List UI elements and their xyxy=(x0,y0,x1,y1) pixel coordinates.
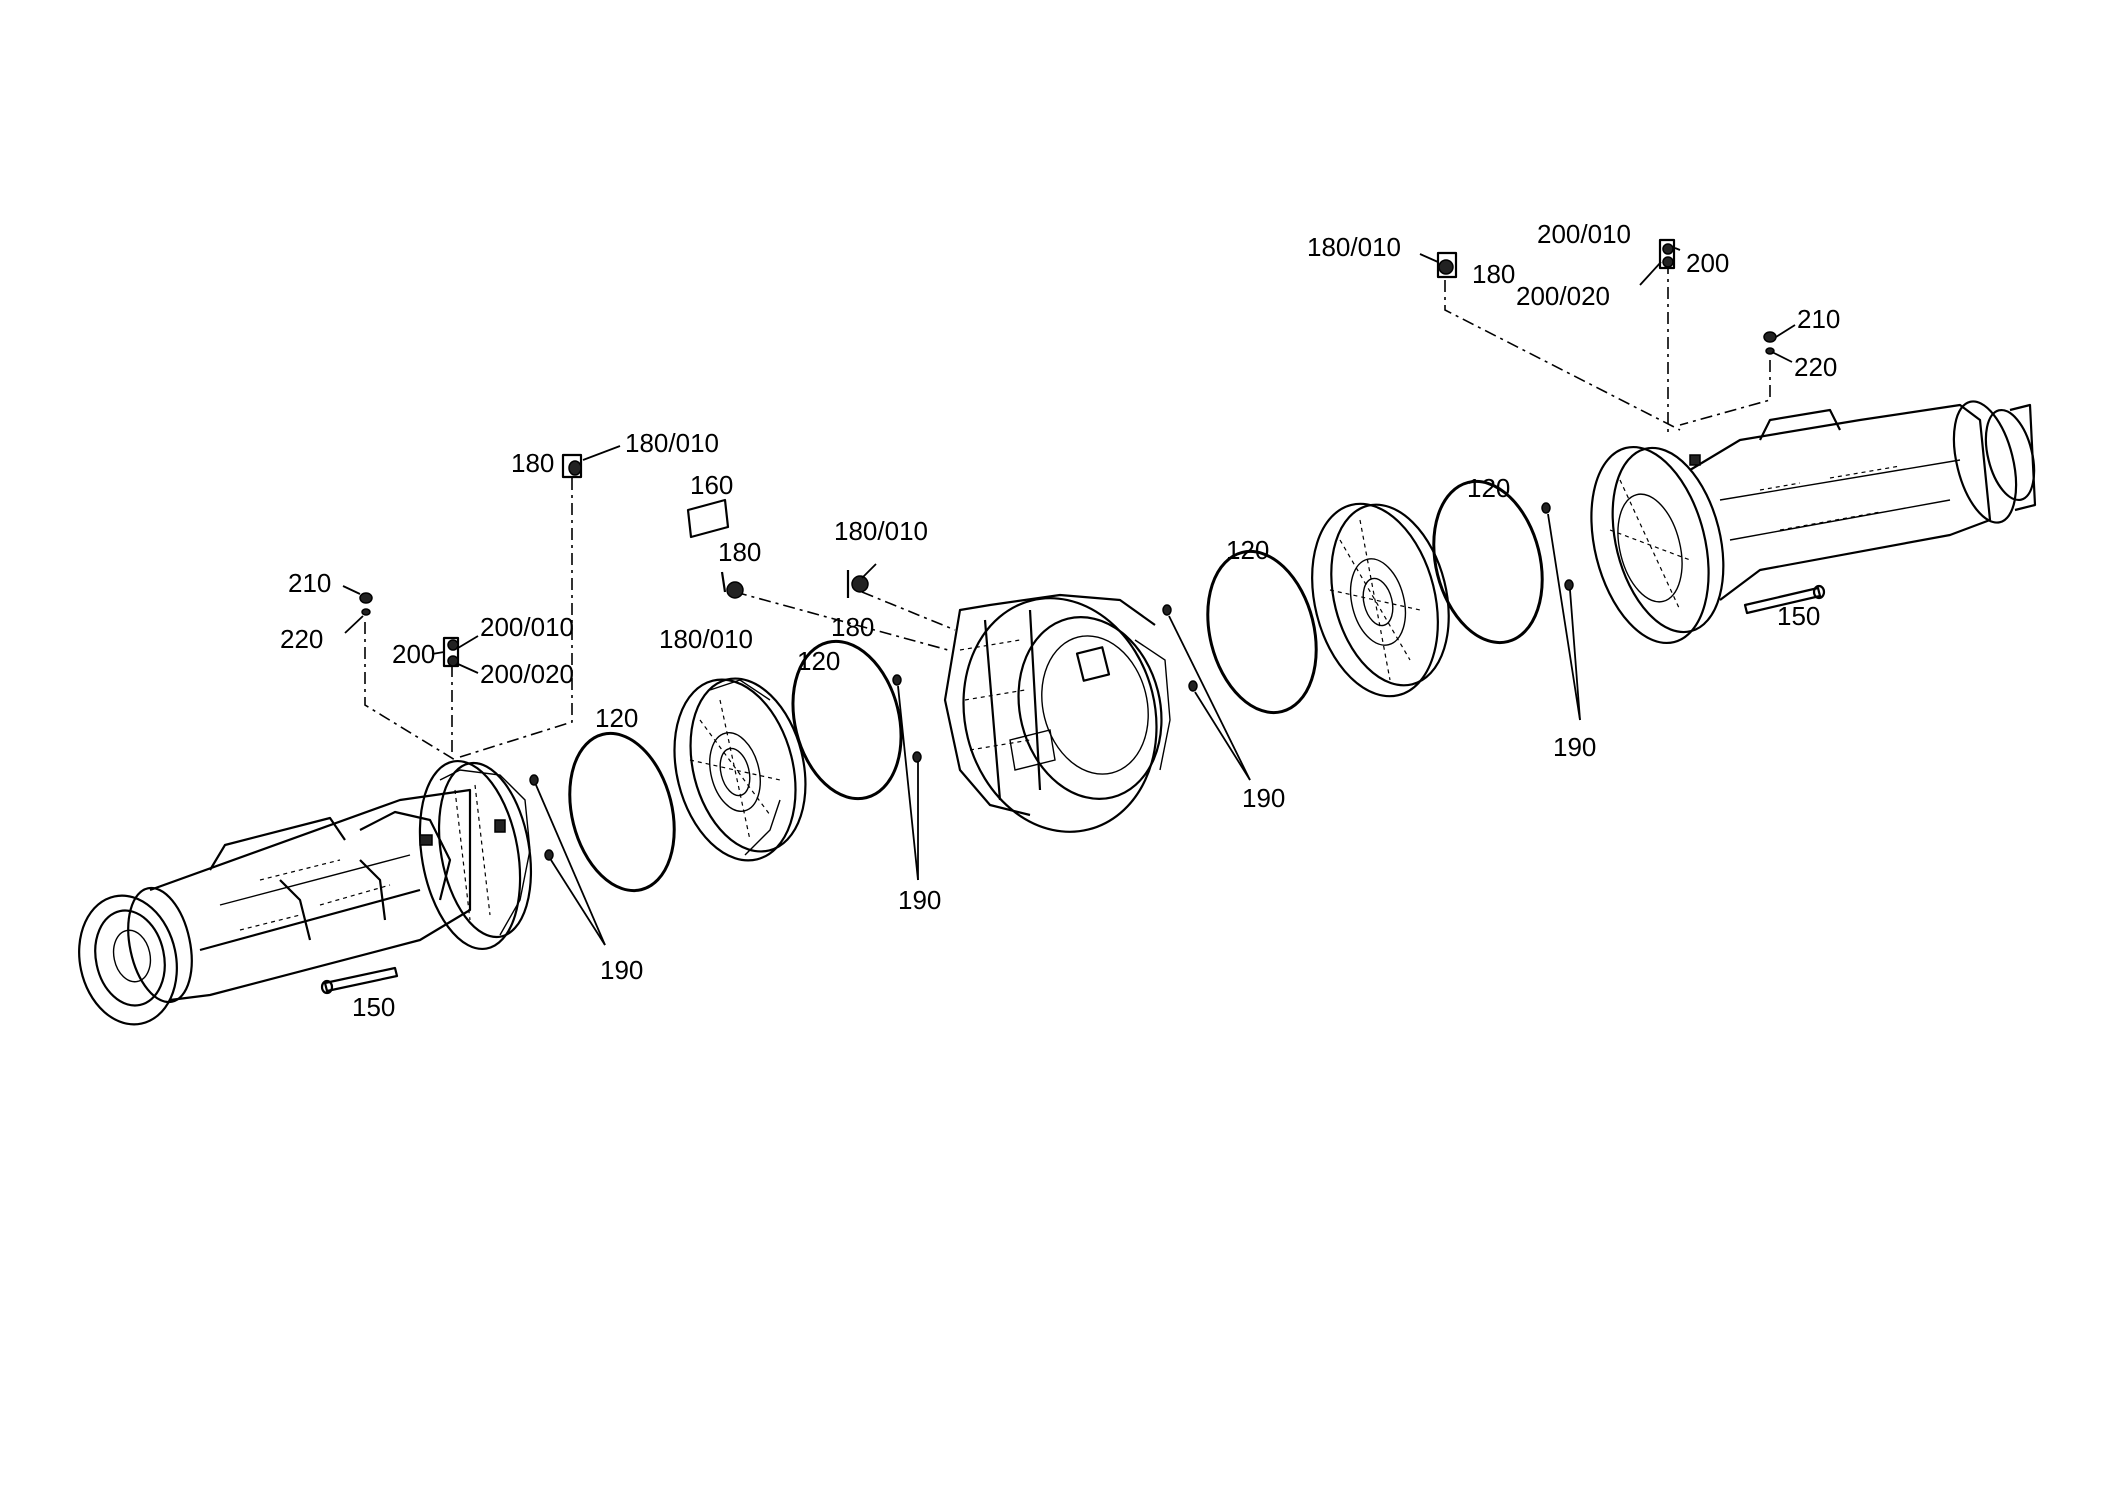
ring-120-a xyxy=(568,731,676,893)
center-differential-housing xyxy=(943,593,1171,833)
label-220: 220 xyxy=(280,624,323,654)
leader-lines xyxy=(342,247,1796,946)
label-150: 150 xyxy=(1777,601,1820,631)
label-220: 220 xyxy=(1794,352,1837,382)
label-210: 210 xyxy=(288,568,331,598)
label-200: 200 xyxy=(1686,248,1729,278)
plug-180-left-top xyxy=(561,453,583,479)
left-axle-housing xyxy=(78,759,533,1026)
label-120: 120 xyxy=(595,703,638,733)
label-190: 190 xyxy=(600,955,643,985)
bolt-150-right xyxy=(1743,584,1826,615)
brake-flange-right xyxy=(1311,502,1450,698)
plate-160 xyxy=(686,498,730,539)
label-210: 210 xyxy=(1797,304,1840,334)
label-180: 180 xyxy=(1472,259,1515,289)
assembly-centerlines xyxy=(364,262,1771,761)
label-180-010: 180/010 xyxy=(834,516,928,546)
bolt-150-left xyxy=(320,966,399,995)
label-200-020: 200/020 xyxy=(1516,281,1610,311)
ring-120-b xyxy=(791,639,903,801)
label-120: 120 xyxy=(1467,473,1510,503)
label-180-010: 180/010 xyxy=(1307,232,1401,262)
label-160: 160 xyxy=(690,470,733,500)
brake-flange-left xyxy=(673,677,807,862)
plug-180-middle-left xyxy=(720,571,744,599)
callout-labels: 180 180/010 160 180 180/010 180/010 180 … xyxy=(280,219,1840,1022)
plug-180-right-top xyxy=(1436,251,1458,279)
plug-180-middle-right xyxy=(846,570,869,598)
label-120: 120 xyxy=(797,646,840,676)
label-190: 190 xyxy=(1242,783,1285,813)
plug-210-left xyxy=(359,592,373,616)
label-180: 180 xyxy=(718,537,761,567)
label-180-010: 180/010 xyxy=(625,428,719,458)
label-120: 120 xyxy=(1226,535,1269,565)
ring-120-c xyxy=(1206,549,1318,715)
right-axle-housing xyxy=(1590,400,2037,645)
balls-190 xyxy=(529,502,1574,861)
breather-200-right xyxy=(1658,238,1676,270)
label-200: 200 xyxy=(392,639,435,669)
label-200-020: 200/020 xyxy=(480,659,574,689)
label-190: 190 xyxy=(1553,732,1596,762)
label-180: 180 xyxy=(831,612,874,642)
ring-120-d xyxy=(1432,479,1544,645)
label-180-010: 180/010 xyxy=(659,624,753,654)
label-180: 180 xyxy=(511,448,554,478)
label-200-010: 200/010 xyxy=(1537,219,1631,249)
label-150: 150 xyxy=(352,992,395,1022)
label-190: 190 xyxy=(898,885,941,915)
breather-200-left xyxy=(442,636,460,668)
plug-210-right xyxy=(1763,331,1777,355)
label-200-010: 200/010 xyxy=(480,612,574,642)
